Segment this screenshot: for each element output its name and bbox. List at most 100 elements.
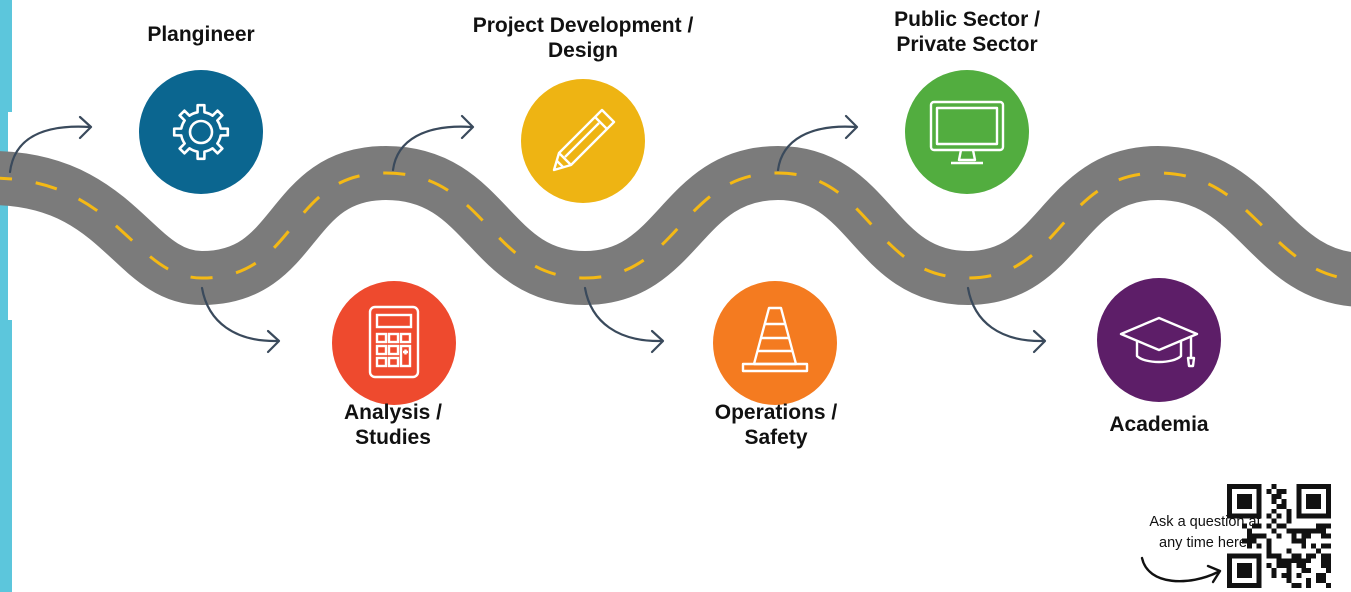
qr-module — [1326, 563, 1331, 569]
qr-module — [1271, 493, 1277, 499]
qr-module — [1256, 583, 1262, 588]
qr-module — [1311, 513, 1317, 519]
monitor-icon — [929, 100, 1005, 165]
qr-module — [1246, 513, 1252, 519]
qr-module — [1261, 533, 1267, 539]
qr-module — [1326, 543, 1331, 549]
qr-module — [1227, 493, 1232, 499]
qr-module — [1251, 533, 1257, 539]
qr-module — [1256, 484, 1262, 489]
arrowhead-down-2 — [650, 329, 665, 354]
qr-module — [1321, 563, 1327, 569]
qr-module — [1326, 508, 1331, 514]
qr-module — [1316, 513, 1322, 519]
qr-module — [1281, 523, 1287, 529]
arrow-up-1 — [8, 125, 92, 174]
qr-module — [1296, 513, 1302, 519]
qr-module — [1306, 513, 1312, 519]
qr-module — [1286, 573, 1292, 579]
qr-module — [1306, 568, 1312, 574]
qr-module — [1316, 578, 1322, 584]
qr-module — [1236, 568, 1242, 574]
qr-module — [1286, 508, 1292, 514]
gear-icon — [172, 103, 230, 161]
qr-module — [1251, 523, 1257, 529]
qr-module — [1296, 503, 1302, 509]
qr-module — [1296, 493, 1302, 499]
qr-module — [1321, 543, 1327, 549]
arrowhead-down-1 — [266, 329, 281, 354]
qr-module — [1276, 503, 1282, 509]
qr-module — [1286, 513, 1292, 519]
qr-module — [1266, 543, 1272, 549]
qr-module — [1291, 553, 1297, 559]
qr-module — [1326, 583, 1331, 588]
qr-module — [1306, 528, 1312, 534]
qr-module — [1301, 563, 1307, 569]
qr-module — [1291, 533, 1297, 539]
qr-module — [1231, 583, 1237, 588]
qr-module — [1256, 553, 1262, 559]
qr-module — [1296, 538, 1302, 544]
qr-module — [1227, 578, 1232, 584]
qr-module — [1236, 553, 1242, 559]
qr-module — [1251, 513, 1257, 519]
qr-module — [1256, 523, 1262, 529]
qr-module — [1311, 543, 1317, 549]
qr-module — [1306, 498, 1312, 504]
qr-module — [1251, 484, 1257, 489]
qr-module — [1227, 568, 1232, 574]
stage-academia-circle — [1097, 278, 1221, 402]
curved-arrow-icon — [1140, 556, 1222, 584]
qr-module — [1281, 488, 1287, 494]
arrow-up-3 — [776, 125, 858, 172]
qr-module — [1286, 578, 1292, 584]
qr-module — [1276, 558, 1282, 564]
qr-module — [1241, 513, 1247, 519]
qr-module — [1306, 493, 1312, 499]
qr-module — [1291, 538, 1297, 544]
qr-module — [1296, 583, 1302, 588]
qr-module — [1227, 508, 1232, 514]
qr-module — [1321, 578, 1327, 584]
qr-module — [1271, 498, 1277, 504]
qr-module — [1301, 538, 1307, 544]
qr-module — [1276, 563, 1282, 569]
qr-module — [1241, 573, 1247, 579]
qr-module — [1236, 484, 1242, 489]
qr-module — [1296, 573, 1302, 579]
qr-module — [1301, 484, 1307, 489]
side-accent-bar — [0, 0, 12, 592]
stage-plangineer-circle — [139, 70, 263, 194]
qr-module — [1266, 523, 1272, 529]
qr-module — [1266, 513, 1272, 519]
qr-module — [1266, 563, 1272, 569]
qr-module — [1227, 503, 1232, 509]
qr-module — [1227, 488, 1232, 494]
qr-module — [1276, 488, 1282, 494]
qr-module — [1227, 484, 1232, 489]
qr-module — [1316, 484, 1322, 489]
qr-module — [1306, 484, 1312, 489]
qr-module — [1326, 513, 1331, 519]
qr-module — [1306, 558, 1312, 564]
qr-module — [1256, 488, 1262, 494]
qr-module — [1256, 543, 1262, 549]
qr-module — [1251, 538, 1257, 544]
qr-module — [1286, 563, 1292, 569]
qr-module — [1281, 503, 1287, 509]
qr-module — [1306, 503, 1312, 509]
side-bar-gap — [8, 112, 12, 320]
qr-code-icon — [1227, 484, 1331, 588]
qr-module — [1256, 508, 1262, 514]
qr-module — [1271, 573, 1277, 579]
qr-module — [1236, 498, 1242, 504]
qr-module — [1241, 493, 1247, 499]
qr-module — [1241, 484, 1247, 489]
qr-module — [1296, 528, 1302, 534]
qr-module — [1271, 568, 1277, 574]
stage-label-analysis: Analysis / Studies — [343, 401, 443, 449]
qr-module — [1227, 513, 1232, 519]
qr-module — [1321, 558, 1327, 564]
